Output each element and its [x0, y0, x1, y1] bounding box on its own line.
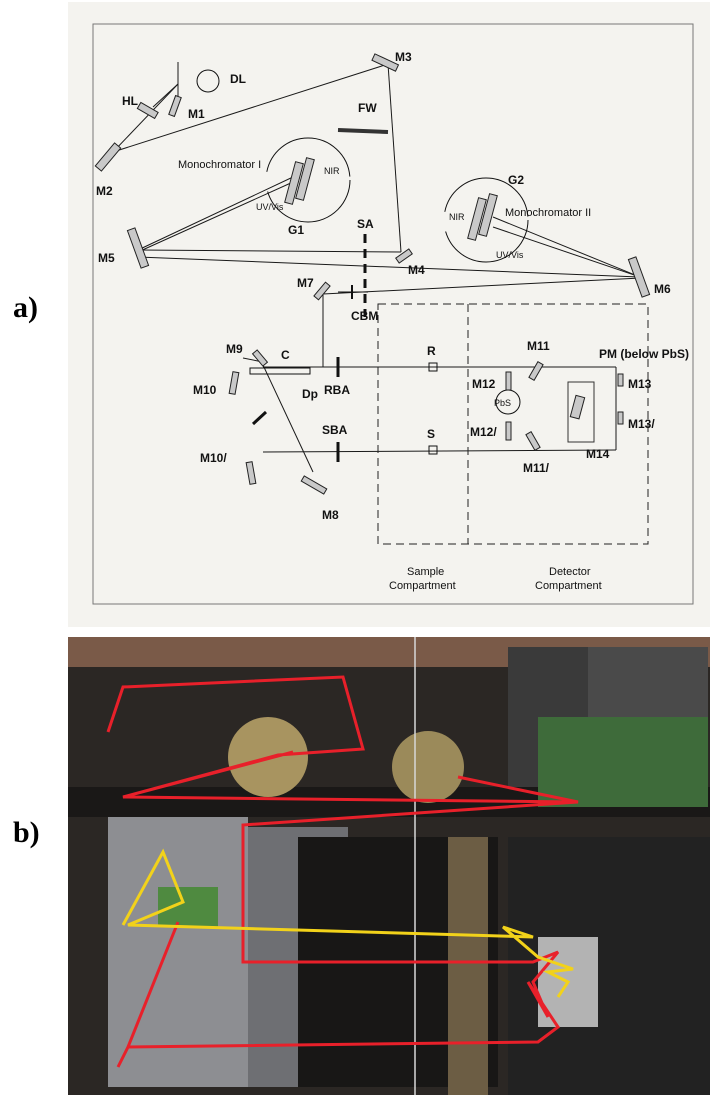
label-hl: HL	[122, 94, 138, 108]
instrument-photo	[68, 637, 710, 1095]
label-sba: SBA	[322, 423, 348, 437]
label-nir-1: NIR	[324, 166, 340, 176]
label-m5: M5	[98, 251, 115, 265]
label-monochromator-2: Monochromator II	[505, 207, 591, 219]
label-rba: RBA	[324, 383, 350, 397]
label-pm: PM (below PbS)	[599, 347, 689, 361]
label-m13: M13	[628, 377, 652, 391]
label-uvvis-1: UV/Vis	[256, 202, 284, 212]
panel-label-b: b)	[13, 816, 40, 850]
label-sa: SA	[357, 217, 374, 231]
filter-wheel	[338, 130, 388, 132]
label-m11-prime: M11/	[523, 461, 550, 475]
label-m1: M1	[188, 107, 205, 121]
dl-lamp	[197, 70, 219, 92]
label-sample-1: Sample	[407, 566, 444, 578]
label-m6: M6	[654, 282, 671, 296]
label-m2: M2	[96, 184, 113, 198]
photo-grating-2	[392, 731, 464, 803]
label-g2: G2	[508, 173, 524, 187]
label-m13-prime: M13/	[628, 417, 655, 431]
label-m14: M14	[586, 447, 610, 461]
label-detector-2: Compartment	[535, 580, 602, 592]
label-monochromator-1: Monochromator I	[178, 159, 261, 171]
label-dl: DL	[230, 72, 246, 86]
label-m12: M12	[472, 377, 496, 391]
label-m4: M4	[408, 263, 425, 277]
label-m8: M8	[322, 508, 339, 522]
diagram-frame	[93, 24, 693, 604]
label-dp: Dp	[302, 387, 318, 401]
label-m9: M9	[226, 342, 243, 356]
instrument-photo-svg	[68, 637, 710, 1095]
optical-diagram: DL HL M1 M2 M3 FW Monochromator I NIR UV…	[68, 2, 710, 627]
label-m10: M10	[193, 383, 217, 397]
label-pbs: PbS	[494, 398, 511, 408]
label-m7: M7	[297, 276, 314, 290]
label-m10-prime: M10/	[200, 451, 227, 465]
label-uvvis-2: UV/Vis	[496, 250, 524, 260]
label-detector-1: Detector	[549, 566, 591, 578]
label-c: C	[281, 348, 290, 362]
label-m11: M11	[527, 339, 550, 353]
label-m12-prime: M12/	[470, 425, 497, 439]
panel-label-a: a)	[13, 291, 38, 325]
label-nir-2: NIR	[449, 212, 465, 222]
label-fw: FW	[358, 101, 377, 115]
photo-circuit-board	[538, 717, 708, 807]
label-sample-2: Compartment	[389, 580, 456, 592]
label-m3: M3	[395, 50, 412, 64]
label-r: R	[427, 344, 436, 358]
label-cbm: CBM	[351, 309, 378, 323]
label-g1: G1	[288, 223, 304, 237]
optical-diagram-svg: DL HL M1 M2 M3 FW Monochromator I NIR UV…	[68, 2, 710, 627]
compartments-box	[378, 304, 648, 544]
label-s: S	[427, 427, 435, 441]
